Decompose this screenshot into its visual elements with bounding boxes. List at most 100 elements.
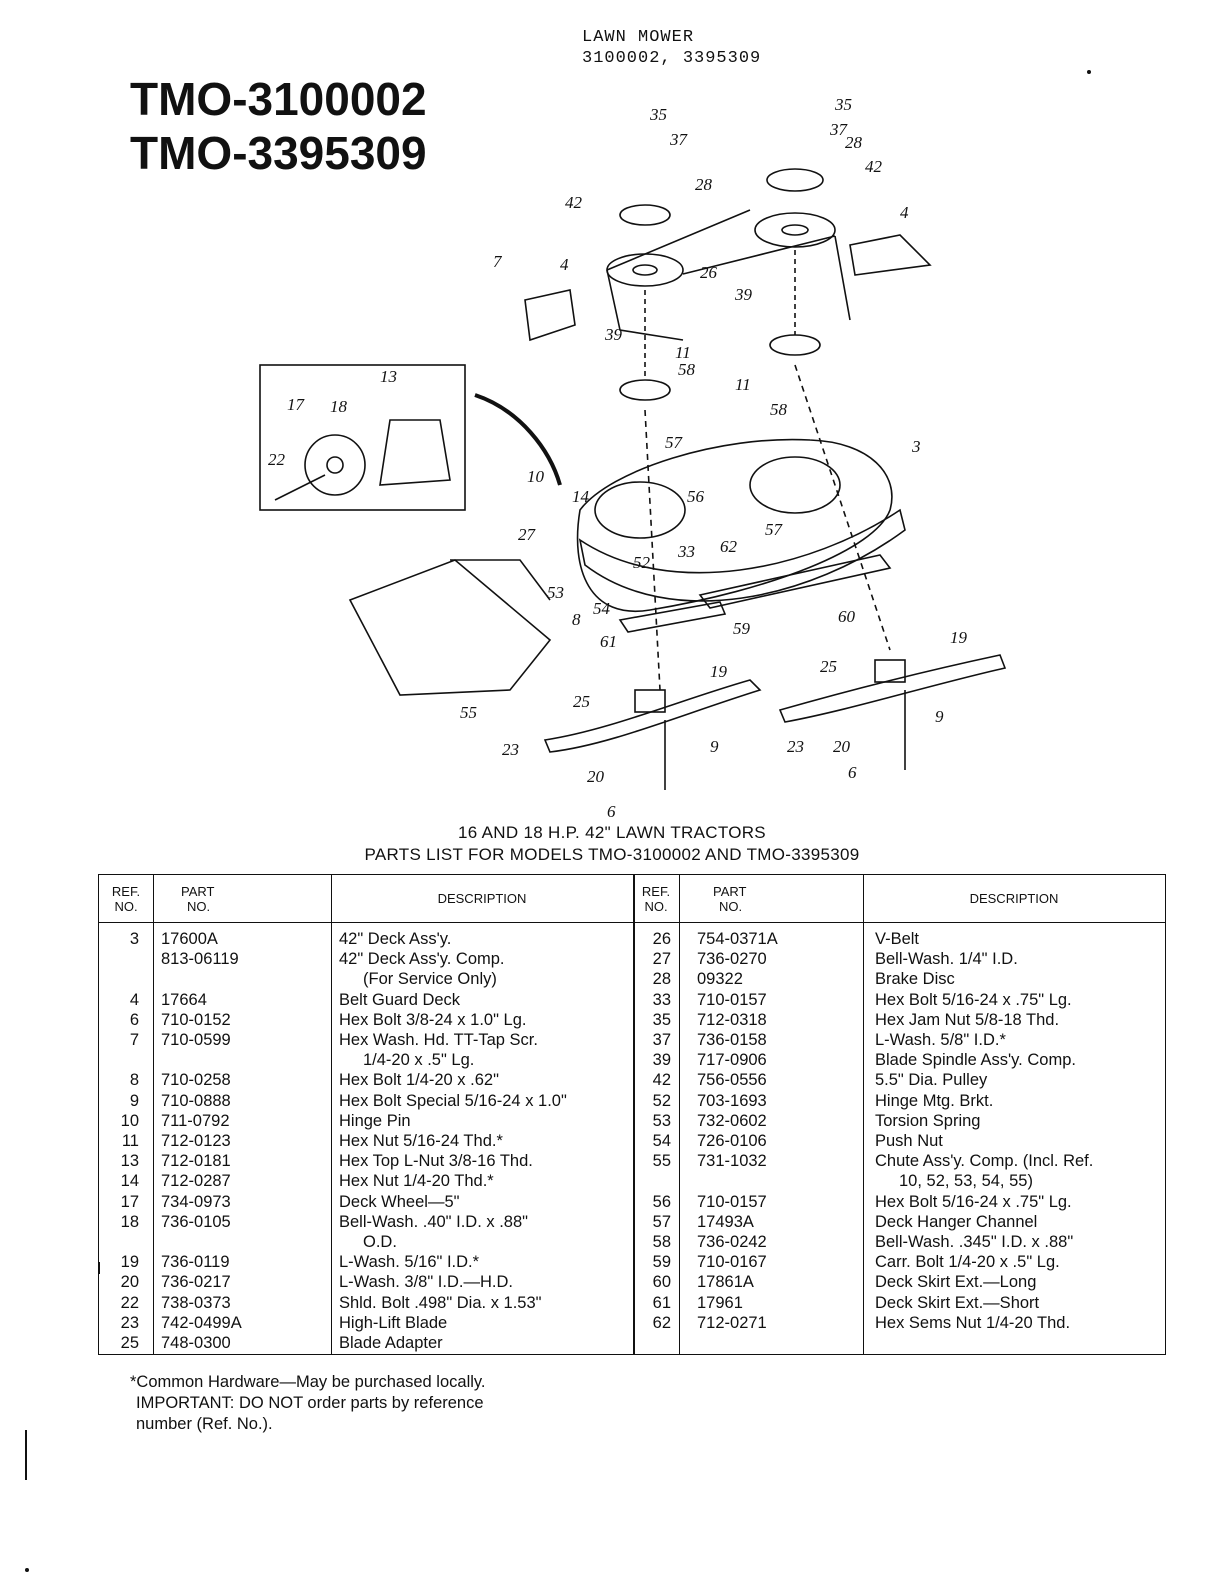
- ref-no-cell: 17: [120, 1192, 139, 1211]
- column-divider: [633, 875, 635, 1354]
- callout-39-left: 39: [604, 325, 623, 344]
- part-no-cell: 710-0599: [161, 1031, 231, 1049]
- part-no-cell: 748-0300: [161, 1334, 231, 1352]
- model-number-1: TMO-3100002: [130, 73, 427, 125]
- description-cell: Belt Guard Deck: [339, 990, 461, 1009]
- ref-no-cell: 9: [129, 1091, 139, 1110]
- header-line-1: LAWN MOWER: [582, 28, 695, 47]
- description-cell: Hex Sems Nut 1/4-20 Thd.: [875, 1313, 1071, 1332]
- part-no-cell: 712-0271: [697, 1313, 767, 1332]
- part-no-cell: 17961: [697, 1293, 743, 1312]
- part-no-cell: 710-0167: [697, 1253, 767, 1272]
- part-no-cell: 710-0888: [161, 1091, 231, 1110]
- column-divider: [863, 875, 864, 1354]
- callout-54: 54: [593, 599, 611, 618]
- column-divider: [153, 875, 154, 1354]
- column-divider: [679, 875, 680, 1354]
- ref-no-cell: 53: [652, 1111, 671, 1130]
- callout-58: 58: [678, 360, 696, 379]
- part-no-cell: 736-0158: [697, 1031, 767, 1049]
- ref-no-cell: 7: [129, 1031, 139, 1049]
- callout-17: 17: [287, 395, 306, 414]
- ref-no-cell: 61: [652, 1293, 671, 1312]
- table-row: 10, 52, 53, 54, 55): [99, 1171, 1165, 1191]
- callout-20-right: 20: [833, 737, 851, 756]
- description-cell: Torsion Spring: [875, 1111, 981, 1130]
- ref-no-cell: 35: [652, 1010, 671, 1029]
- description-cell: Hex Bolt 1/4-20 x .62": [339, 1071, 499, 1090]
- ref-no-cell: 19: [120, 1253, 139, 1272]
- header-line-2: 3100002, 3395309: [582, 49, 762, 68]
- part-no-cell: 09322: [697, 970, 743, 989]
- callout-4-right: 4: [900, 203, 909, 222]
- part-no-cell: 736-0270: [697, 950, 767, 969]
- ref-no-cell: 6: [129, 1010, 139, 1029]
- description-cell: L-Wash. 3/8" I.D.—H.D.: [339, 1273, 513, 1292]
- belt-guard-right: [849, 234, 932, 276]
- ref-no-cell: 37: [652, 1031, 671, 1049]
- part-no-cell: 738-0373: [161, 1293, 231, 1312]
- callout-6-left: 6: [607, 802, 616, 820]
- part-no-cell: 711-0792: [161, 1111, 230, 1130]
- part-no-cell: 712-0318: [697, 1010, 767, 1029]
- part-no-cell: 734-0973: [161, 1192, 231, 1211]
- ref-no-cell: 4: [129, 990, 139, 1009]
- discharge-chute: [348, 559, 552, 696]
- ref-no-cell: 42: [652, 1071, 671, 1090]
- part-no-cell: 717-0906: [697, 1051, 767, 1070]
- part-no-cell: 712-0287: [161, 1172, 231, 1191]
- description-cell: Hex Bolt 5/16-24 x .75" Lg.: [875, 1192, 1072, 1211]
- footnote: *Common Hardware—May be purchased locall…: [130, 1372, 486, 1435]
- part-no-cell: 17861A: [697, 1273, 754, 1292]
- document-header: LAWN MOWER 3100002, 3395309: [582, 27, 761, 69]
- description-cell: Hex Wash. Hd. TT-Tap Scr.: [339, 1031, 538, 1049]
- blade-right: [778, 654, 1007, 723]
- part-no-cell: 712-0181: [161, 1152, 231, 1171]
- header-part-right-line1: PART: [713, 883, 747, 899]
- description-cell: Hex Jam Nut 5/8-18 Thd.: [875, 1010, 1060, 1029]
- parts-list-table: REF. NO. PART NO. DESCRIPTION REF. NO. P…: [98, 874, 1166, 1355]
- part-no-cell: 736-0119: [161, 1253, 230, 1272]
- footnote-line-1: *Common Hardware—May be purchased locall…: [130, 1373, 486, 1391]
- part-no-cell: 754-0371A: [697, 930, 778, 948]
- ref-no-cell: 33: [652, 990, 671, 1009]
- callout-8: 8: [572, 610, 581, 629]
- deck-hole-right: [749, 456, 841, 514]
- callout-23-right: 23: [787, 737, 804, 756]
- header-ref-right-line1: REF.: [641, 883, 671, 899]
- callout-22: 22: [268, 450, 286, 469]
- header-part-right-line2: NO.: [719, 898, 743, 914]
- part-no-cell: 756-0556: [697, 1071, 767, 1090]
- ref-no-cell: 18: [120, 1212, 139, 1231]
- description-cell: Hex Bolt 3/8-24 x 1.0" Lg.: [339, 1010, 527, 1029]
- description-cell: 10, 52, 53, 54, 55): [899, 1172, 1033, 1191]
- table-row: 1/4-20 x .5" Lg.: [99, 1050, 1165, 1070]
- callout-14: 14: [572, 487, 590, 506]
- part-no-cell: 710-0258: [161, 1071, 231, 1090]
- table-row: 7 710-0599 Hex Wash. Hd. TT-Tap Scr.: [99, 1030, 1165, 1050]
- ref-no-cell: 14: [120, 1172, 139, 1191]
- description-cell: Brake Disc: [875, 970, 955, 989]
- table-row: O.D.: [99, 1232, 1165, 1252]
- description-cell: Blade Adapter: [339, 1334, 443, 1352]
- inset-arrow: [474, 393, 562, 486]
- model-title: TMO-3100002 TMO-3395309: [130, 72, 427, 180]
- callout-28: 28: [695, 175, 713, 194]
- callout-37-right: 37: [829, 120, 849, 139]
- speck-mark: [25, 1568, 29, 1572]
